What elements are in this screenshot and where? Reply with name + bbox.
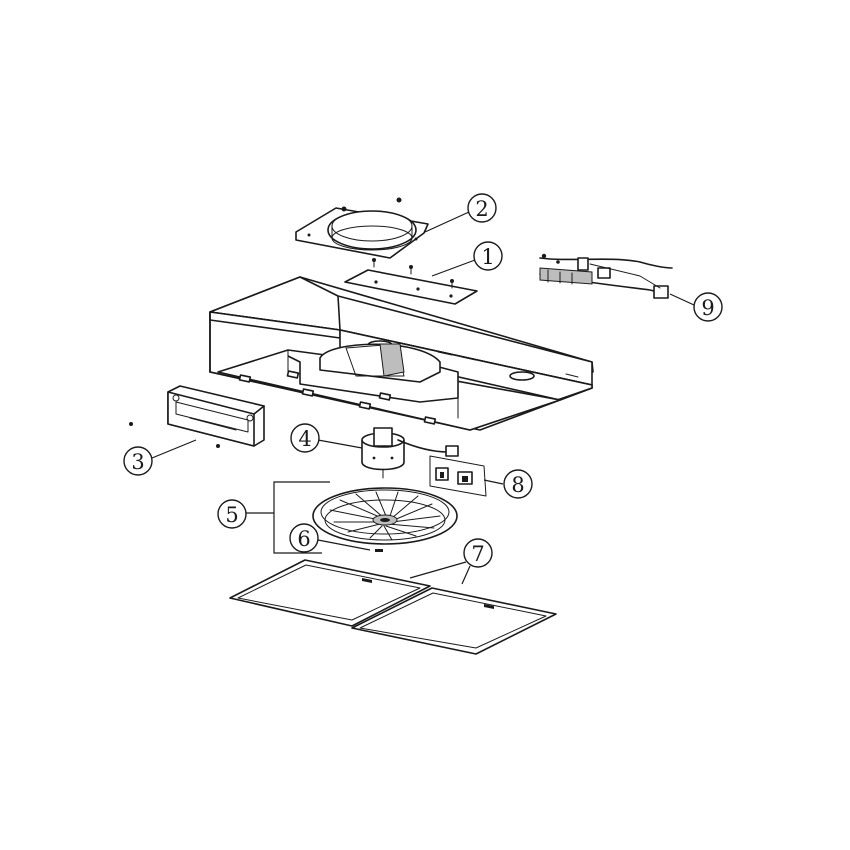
grease-filter-right [351, 587, 557, 655]
callout-7-label: 7 [471, 542, 484, 566]
callout-2: 2 [467, 193, 497, 223]
leader-line-7b [461, 565, 471, 585]
leader-line-8 [483, 479, 504, 485]
callout-8: 8 [503, 469, 533, 499]
light-housing [129, 385, 265, 448]
fan-wheel [312, 487, 458, 545]
callout-7: 7 [463, 538, 493, 568]
callouts: 2 1 9 3 4 8 5 6 [123, 193, 723, 568]
leader-lines [151, 211, 695, 585]
callout-5-label: 5 [225, 503, 238, 527]
motor [361, 427, 459, 479]
range-hood-body [209, 276, 594, 431]
callout-9-label: 9 [701, 296, 714, 320]
callout-9: 9 [693, 292, 723, 322]
leader-line-3 [151, 439, 197, 459]
bracket-5 [273, 481, 330, 554]
callout-3-label: 3 [131, 450, 144, 474]
callout-8-label: 8 [511, 473, 524, 497]
callout-1: 1 [473, 241, 503, 271]
duct-collar-plate [295, 197, 429, 259]
leader-line-1 [431, 259, 476, 277]
leader-line-7a [409, 561, 467, 579]
callout-6: 6 [289, 523, 319, 553]
grease-filter-left [229, 559, 431, 627]
callout-4-label: 4 [298, 427, 311, 451]
callout-3: 3 [123, 446, 153, 476]
leader-line-6 [317, 539, 371, 551]
callout-6-label: 6 [297, 527, 310, 551]
switch-connectors [429, 455, 487, 497]
callout-4: 4 [290, 423, 320, 453]
callout-1-label: 1 [481, 245, 494, 269]
callout-2-label: 2 [475, 197, 488, 221]
cover-plate [344, 258, 478, 305]
callout-5: 5 [217, 499, 247, 529]
leader-line-9 [669, 293, 695, 306]
leader-line-4 [317, 439, 363, 449]
leader-line-2 [424, 211, 470, 233]
wiring-harness [539, 253, 673, 299]
fan-nut [375, 549, 383, 552]
